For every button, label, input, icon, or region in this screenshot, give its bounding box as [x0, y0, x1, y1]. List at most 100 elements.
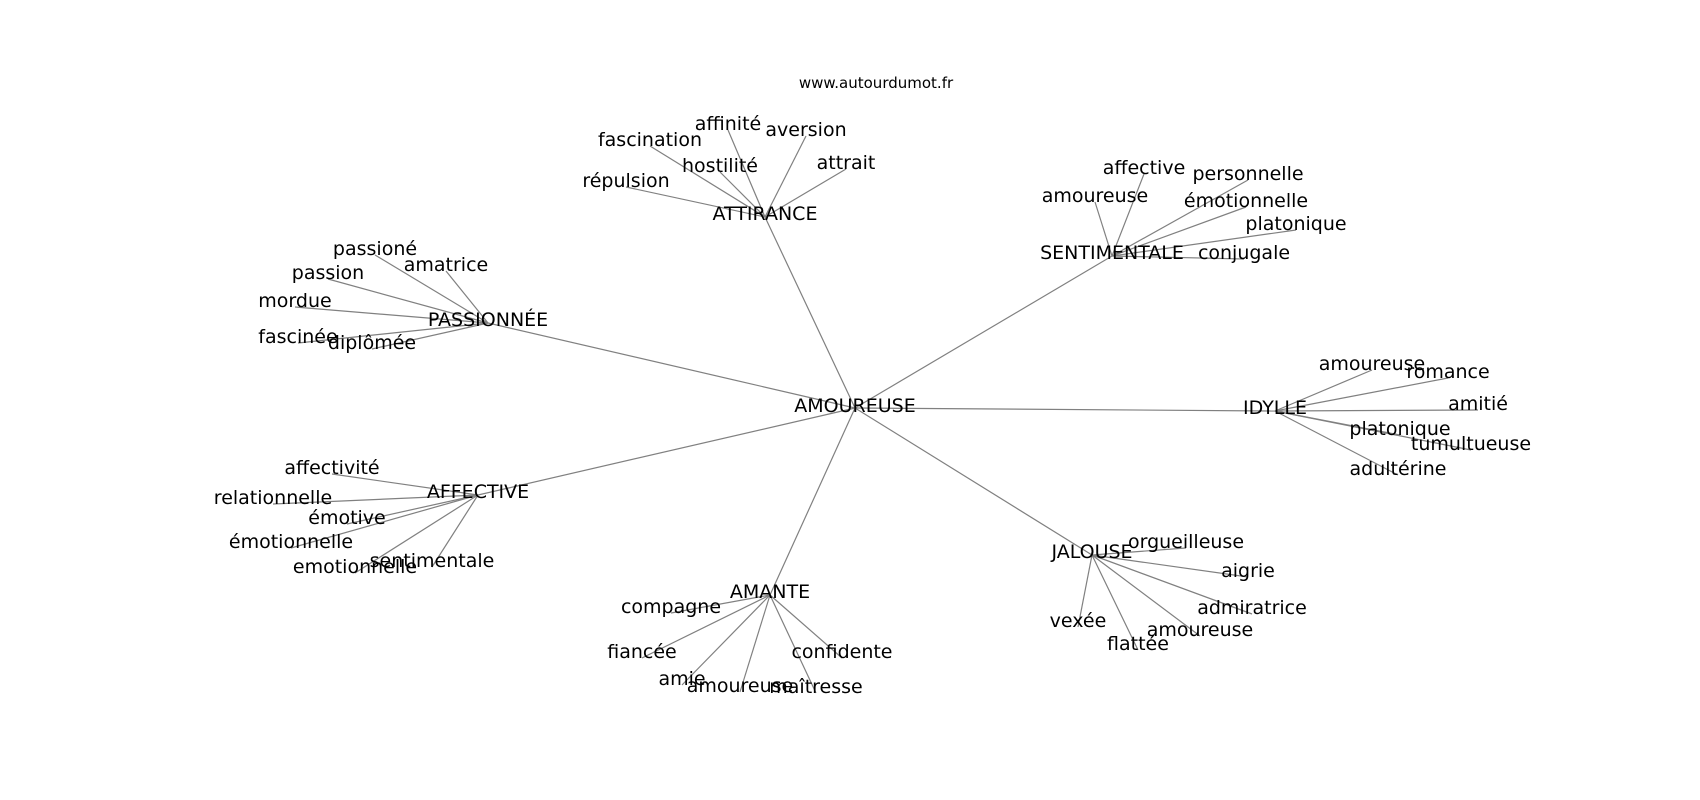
hub-to-word-edge [1274, 410, 1472, 451]
hub-to-word-edge [1274, 377, 1449, 412]
associated-word-label: émotive [308, 507, 385, 529]
associated-word-label: émotionnelle [1184, 190, 1308, 212]
hub-to-word-edge [371, 322, 489, 350]
associated-word-label: attrait [817, 152, 876, 174]
cluster-hub-label: ATTIRANCE [713, 203, 818, 225]
hub-to-word-edge [764, 135, 807, 218]
hub-to-word-edge [1091, 554, 1139, 651]
hub-to-word-edge [1111, 255, 1245, 260]
associated-word-label: vexée [1050, 610, 1107, 632]
associated-word-label: relationnelle [214, 487, 332, 509]
hub-to-word-edge [1091, 554, 1249, 578]
associated-word-label: compagne [621, 596, 721, 618]
hub-to-word-edge [727, 129, 766, 218]
associated-word-label: aigrie [1221, 560, 1275, 582]
hub-to-word-edge [297, 322, 489, 344]
associated-word-label: orgueilleuse [1128, 531, 1244, 553]
associated-word-label: passioné [333, 238, 417, 260]
cluster-hub-label: SENTIMENTALE [1040, 242, 1184, 264]
associated-word-label: amoureuse [687, 675, 794, 697]
associated-word-label: affectivité [284, 457, 379, 479]
source-label: www.autourdumot.fr [799, 74, 954, 92]
associated-word-label: affinité [695, 113, 761, 135]
associated-word-label: aversion [765, 119, 846, 141]
hub-to-word-edge [1077, 554, 1093, 628]
associated-word-label: fiancée [607, 641, 676, 663]
hub-to-word-edge [1111, 206, 1247, 257]
cluster-hub-label: IDYLLE [1243, 397, 1307, 419]
hub-to-word-edge [331, 473, 479, 496]
hub-to-word-edge [1274, 409, 1479, 412]
associated-word-label: amoureuse [1147, 619, 1254, 641]
hub-to-word-edge [354, 494, 479, 574]
associated-word-label: maîtresse [769, 676, 862, 698]
associated-word-label: amie [658, 668, 705, 690]
hub-to-word-edge [1274, 369, 1373, 412]
hub-to-word-edge [1091, 554, 1201, 637]
hub-to-word-edge [681, 594, 771, 686]
center-to-hub-edge [769, 407, 856, 596]
hub-to-word-edge [374, 254, 489, 324]
associated-word-label: amitié [1448, 393, 1508, 415]
hub-to-word-edge [769, 594, 843, 659]
hub-to-word-edge [1094, 201, 1113, 257]
center-word-label: AMOUREUSE [794, 395, 915, 417]
cluster-hub-label: AMANTE [730, 581, 810, 603]
associated-word-label: fascination [598, 129, 702, 151]
hub-to-word-edge [294, 306, 489, 324]
associated-word-label: emotionnelle [293, 556, 417, 578]
hub-to-word-edge [670, 594, 771, 614]
cluster-hub-label: JALOUSE [1050, 541, 1132, 563]
hub-to-word-edge [445, 270, 489, 324]
associated-word-label: romance [1406, 361, 1489, 383]
hub-to-word-edge [272, 494, 479, 505]
hub-to-word-edge [1111, 229, 1297, 257]
associated-word-label: passion [292, 262, 364, 284]
associated-word-label: platonique [1349, 418, 1450, 440]
hub-to-word-edge [431, 494, 479, 568]
associated-word-label: diplômée [328, 332, 416, 354]
associated-word-label: affective [1103, 157, 1186, 179]
center-to-hub-edge [487, 322, 856, 409]
center-to-hub-edge [854, 255, 1113, 409]
associated-word-label: amoureuse [1319, 353, 1426, 375]
hub-to-word-edge [327, 278, 489, 324]
hub-to-word-edge [739, 594, 771, 693]
hub-to-word-edge [1091, 554, 1253, 615]
associated-word-label: fascinée [258, 326, 337, 348]
associated-word-label: mordue [258, 290, 331, 312]
hub-to-word-edge [764, 168, 847, 218]
hub-to-word-edge [1111, 179, 1249, 257]
associated-word-label: sentimentale [370, 550, 495, 572]
hub-to-word-edge [719, 171, 766, 218]
cluster-hub-label: PASSIONNÉE [428, 308, 548, 331]
hub-to-word-edge [1274, 410, 1399, 476]
associated-word-label: admiratrice [1197, 597, 1307, 619]
associated-word-label: amatrice [404, 254, 488, 276]
center-to-hub-edge [854, 407, 1093, 556]
hub-to-word-edge [1111, 173, 1145, 257]
associated-word-label: confidente [791, 641, 892, 663]
associated-word-label: flattée [1107, 633, 1169, 655]
cluster-hub-label: AFFECTIVE [427, 481, 529, 503]
graph-edges [272, 129, 1479, 694]
hub-to-word-edge [346, 494, 479, 525]
associated-word-label: hostilité [682, 155, 758, 177]
associated-word-label: amoureuse [1042, 185, 1149, 207]
associated-word-label: tumultueuse [1411, 433, 1531, 455]
hub-to-word-edge [649, 145, 766, 218]
hub-to-word-edge [290, 494, 479, 549]
center-to-hub-edge [764, 216, 856, 409]
associated-word-label: répulsion [582, 170, 669, 192]
hub-to-word-edge [769, 594, 817, 694]
associated-word-label: adultérine [1350, 458, 1447, 480]
associated-word-label: platonique [1245, 213, 1346, 235]
associated-word-label: personnelle [1192, 163, 1303, 185]
associated-word-label: conjugale [1198, 242, 1290, 264]
hub-to-word-edge [625, 186, 766, 218]
hub-to-word-edge [641, 594, 771, 659]
center-to-hub-edge [477, 407, 856, 496]
center-to-hub-edge [854, 407, 1276, 412]
